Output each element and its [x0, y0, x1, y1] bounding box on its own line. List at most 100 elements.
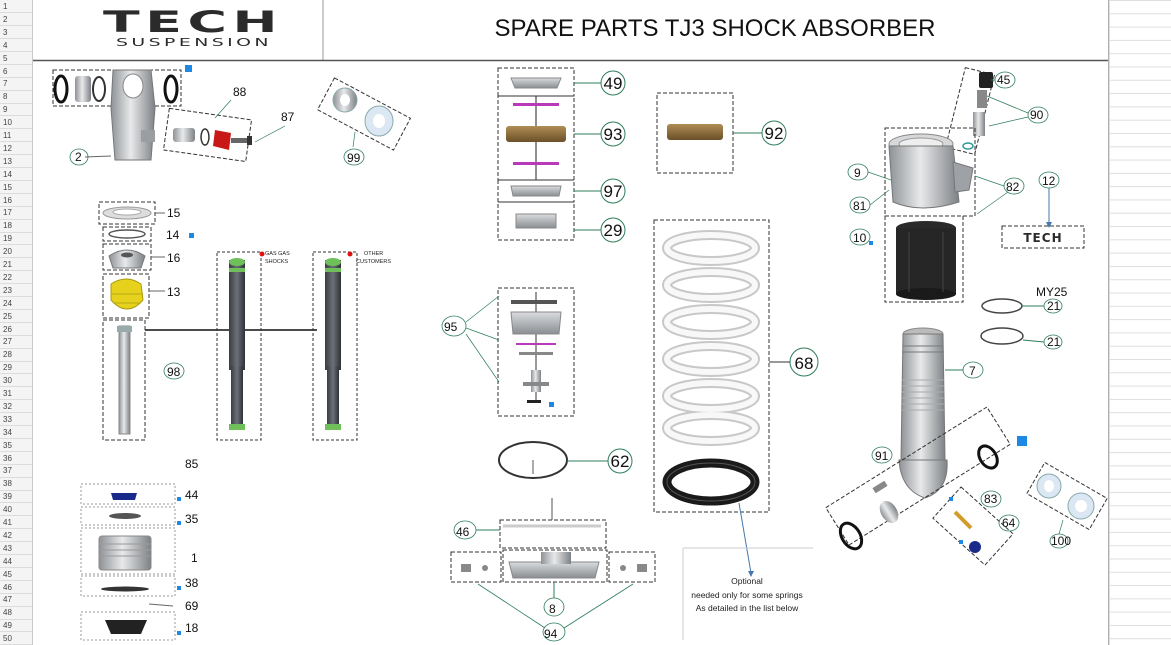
part-2-clevis[interactable] [52, 69, 182, 161]
row-number[interactable]: 10 [0, 116, 32, 130]
row-number[interactable]: 36 [0, 452, 32, 465]
part-8-cross-bar[interactable] [502, 549, 608, 583]
row-number[interactable]: 18 [0, 219, 32, 233]
row-number[interactable]: 25 [0, 310, 32, 323]
row-number[interactable]: 37 [0, 464, 32, 478]
row-number[interactable]: 40 [0, 503, 32, 517]
blue-marker [189, 233, 194, 238]
part-14-ring[interactable] [102, 226, 152, 242]
row-number[interactable]: 7 [0, 77, 32, 91]
row-number[interactable]: 3 [0, 26, 32, 40]
row-number[interactable]: 19 [0, 232, 32, 246]
part-91-eye-kit[interactable] [825, 406, 1011, 553]
row-number[interactable]: 46 [0, 581, 32, 594]
row-number[interactable]: 26 [0, 323, 32, 336]
callout-95: 95 [444, 320, 458, 334]
row-number[interactable]: 22 [0, 271, 32, 285]
blue-marker [177, 586, 181, 590]
row-number[interactable]: 33 [0, 413, 32, 427]
part-87-88-cartridge[interactable] [162, 107, 253, 163]
row-number[interactable]: 30 [0, 374, 32, 388]
callout-ring [441, 315, 467, 337]
part-68-spring[interactable] [653, 219, 770, 513]
part-99-bushings[interactable] [316, 77, 412, 151]
part-98-shaft[interactable] [102, 319, 146, 441]
row-number[interactable]: 9 [0, 103, 32, 117]
blue-marker [959, 540, 963, 544]
callout-83: 83 [984, 492, 998, 506]
part-15-cup[interactable] [98, 201, 156, 225]
row-number[interactable]: 44 [0, 555, 32, 568]
row-number[interactable]: 39 [0, 490, 32, 504]
shock-other[interactable] [312, 251, 358, 441]
part-29-base[interactable] [497, 201, 575, 241]
callout-100: 100 [1051, 534, 1071, 548]
row-number[interactable]: 47 [0, 593, 32, 607]
row-number[interactable]: 45 [0, 568, 32, 581]
part-38-oring[interactable] [80, 575, 176, 597]
part-83-64-valve[interactable] [932, 486, 1014, 566]
part-21-circlips[interactable] [980, 298, 1024, 345]
tech-logo: TECH SUSPENSION [103, 5, 280, 49]
part-35-washer[interactable] [80, 506, 176, 526]
row-number[interactable]: 29 [0, 361, 32, 375]
part-44-cap[interactable] [80, 483, 176, 505]
row-number[interactable]: 27 [0, 335, 32, 349]
part-92-bronze[interactable] [656, 92, 734, 174]
row-number[interactable]: 48 [0, 606, 32, 620]
callout-49: 49 [604, 74, 623, 93]
blue-marker [1017, 436, 1027, 446]
part-46-plate[interactable] [499, 519, 607, 549]
shock-gasgas[interactable] [216, 251, 262, 441]
row-number[interactable]: 38 [0, 477, 32, 491]
row-number[interactable]: 28 [0, 348, 32, 362]
part-12-sticker[interactable]: TECH [1001, 225, 1085, 249]
part-13-bump-stop[interactable] [102, 273, 150, 319]
part-94-bolt-left[interactable] [450, 551, 502, 583]
part-94-bolt-right[interactable] [608, 551, 656, 583]
row-number[interactable]: 5 [0, 52, 32, 65]
row-number[interactable]: 21 [0, 258, 32, 272]
gasgas-label-line2: SHOCKS [265, 259, 289, 265]
part-16-bump-cup[interactable] [102, 243, 152, 271]
row-number[interactable]: 15 [0, 181, 32, 194]
callout-45: 45 [997, 73, 1011, 87]
row-number[interactable]: 24 [0, 297, 32, 310]
part-49-top[interactable] [497, 67, 575, 97]
part-95-piston-stack[interactable] [497, 287, 575, 417]
row-number[interactable]: 43 [0, 542, 32, 556]
part-9-reservoir-head[interactable] [884, 127, 976, 217]
row-number[interactable]: 23 [0, 284, 32, 298]
row-number[interactable]: 50 [0, 632, 32, 645]
row-number[interactable]: 12 [0, 142, 32, 156]
row-number[interactable]: 32 [0, 400, 32, 414]
row-number[interactable]: 17 [0, 206, 32, 220]
part-7-body[interactable] [898, 327, 948, 499]
part-62-ring[interactable] [498, 441, 568, 479]
part-10-sleeve[interactable] [884, 215, 964, 303]
row-number[interactable]: 20 [0, 245, 32, 259]
callout-85: 85 [185, 457, 199, 471]
row-number[interactable]: 34 [0, 426, 32, 439]
part-93-bronze[interactable] [497, 95, 575, 181]
part-100-bushings[interactable] [1026, 461, 1108, 531]
part-45-90-valve[interactable] [944, 66, 996, 156]
part-97-plate[interactable] [497, 179, 575, 203]
row-number[interactable]: 8 [0, 90, 32, 104]
row-number[interactable]: 31 [0, 387, 32, 401]
row-number[interactable]: 41 [0, 516, 32, 530]
spreadsheet-canvas: TECH SUSPENSION SPARE PARTS TJ3 SHOCK AB… [33, 0, 1108, 645]
row-number[interactable]: 14 [0, 168, 32, 181]
row-number[interactable]: 11 [0, 129, 32, 143]
row-number[interactable]: 1 [0, 0, 32, 14]
row-number[interactable]: 16 [0, 194, 32, 207]
part-18-retainer[interactable] [80, 611, 176, 641]
row-number[interactable]: 49 [0, 619, 32, 633]
row-number[interactable]: 35 [0, 439, 32, 452]
row-number[interactable]: 6 [0, 65, 32, 78]
row-number[interactable]: 2 [0, 13, 32, 27]
row-number[interactable]: 13 [0, 155, 32, 169]
row-number[interactable]: 42 [0, 529, 32, 543]
row-number[interactable]: 4 [0, 39, 32, 52]
part-1-reservoir-cap[interactable] [80, 527, 176, 575]
